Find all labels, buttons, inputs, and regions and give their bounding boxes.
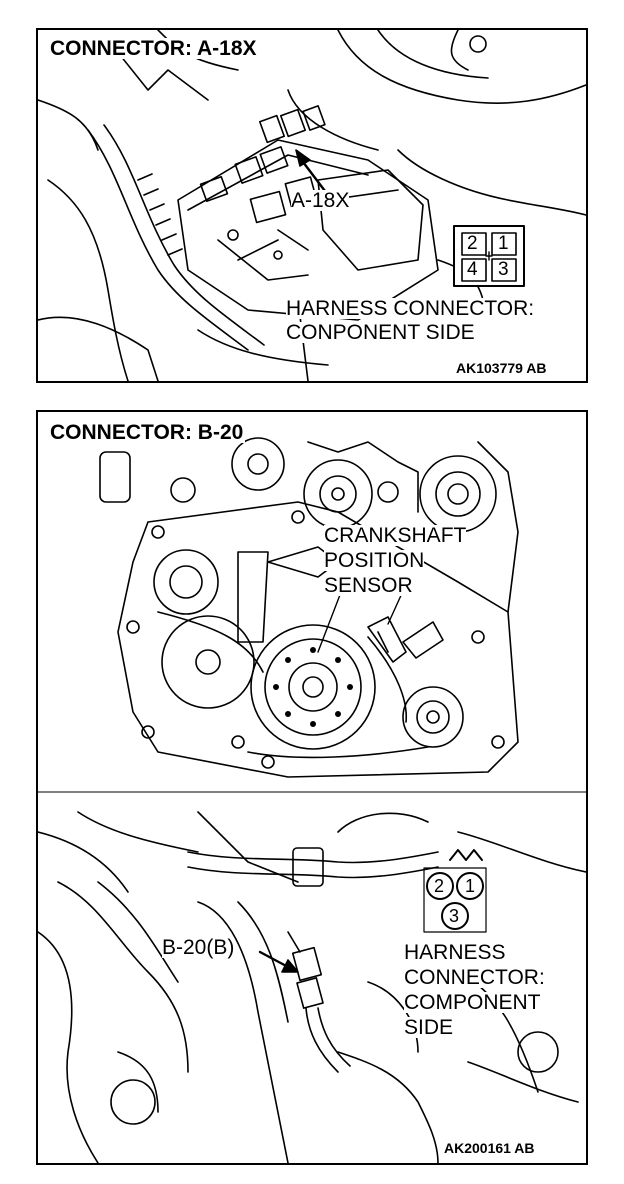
panel-b-ref-code: AK200161 AB xyxy=(444,1140,535,1156)
connector-b-pin-1: 1 xyxy=(465,876,476,896)
connector-a-pin-3: 3 xyxy=(498,259,509,280)
panel-b-title: CONNECTOR: B-20 xyxy=(48,421,246,444)
connector-a-pin-1: 1 xyxy=(498,233,509,254)
sensor-label-line3: SENSOR xyxy=(324,574,413,597)
panel-b-caption-line3: COMPONENT xyxy=(404,991,541,1014)
panel-b-caption-line2: CONNECTOR: xyxy=(404,966,545,989)
sensor-label-line2: POSITION xyxy=(324,549,425,572)
panel-connector-b20: CONNECTOR: B-20 CRANKSHAFT POSITION SENS… xyxy=(36,410,588,1165)
connector-a-pin-4: 4 xyxy=(467,259,478,280)
panel-a-ref-code: AK103779 AB xyxy=(456,360,547,376)
engine-front-crankshaft-illustration xyxy=(38,437,586,1163)
connector-b-pin-2: 2 xyxy=(434,876,445,896)
panel-a-caption-line1: HARNESS CONNECTOR: xyxy=(286,297,535,320)
sensor-label-line1: CRANKSHAFT xyxy=(324,524,467,547)
panel-b-caption-line4: SIDE xyxy=(404,1016,454,1039)
b20-pointer-label: B-20(B) xyxy=(162,936,235,959)
panel-a-caption-line2: CONPONENT SIDE xyxy=(286,321,475,344)
panel-connector-a18x: CONNECTOR: A-18X A-18X 2 1 4 3 HARNESS C… xyxy=(36,28,588,383)
panel-a-title: CONNECTOR: A-18X xyxy=(48,37,259,60)
connector-b-pin-3: 3 xyxy=(449,906,460,926)
connector-a-pin-2: 2 xyxy=(467,233,478,254)
panel-b-caption-line1: HARNESS xyxy=(404,941,506,964)
a18x-pointer-label: A-18X xyxy=(291,189,350,212)
